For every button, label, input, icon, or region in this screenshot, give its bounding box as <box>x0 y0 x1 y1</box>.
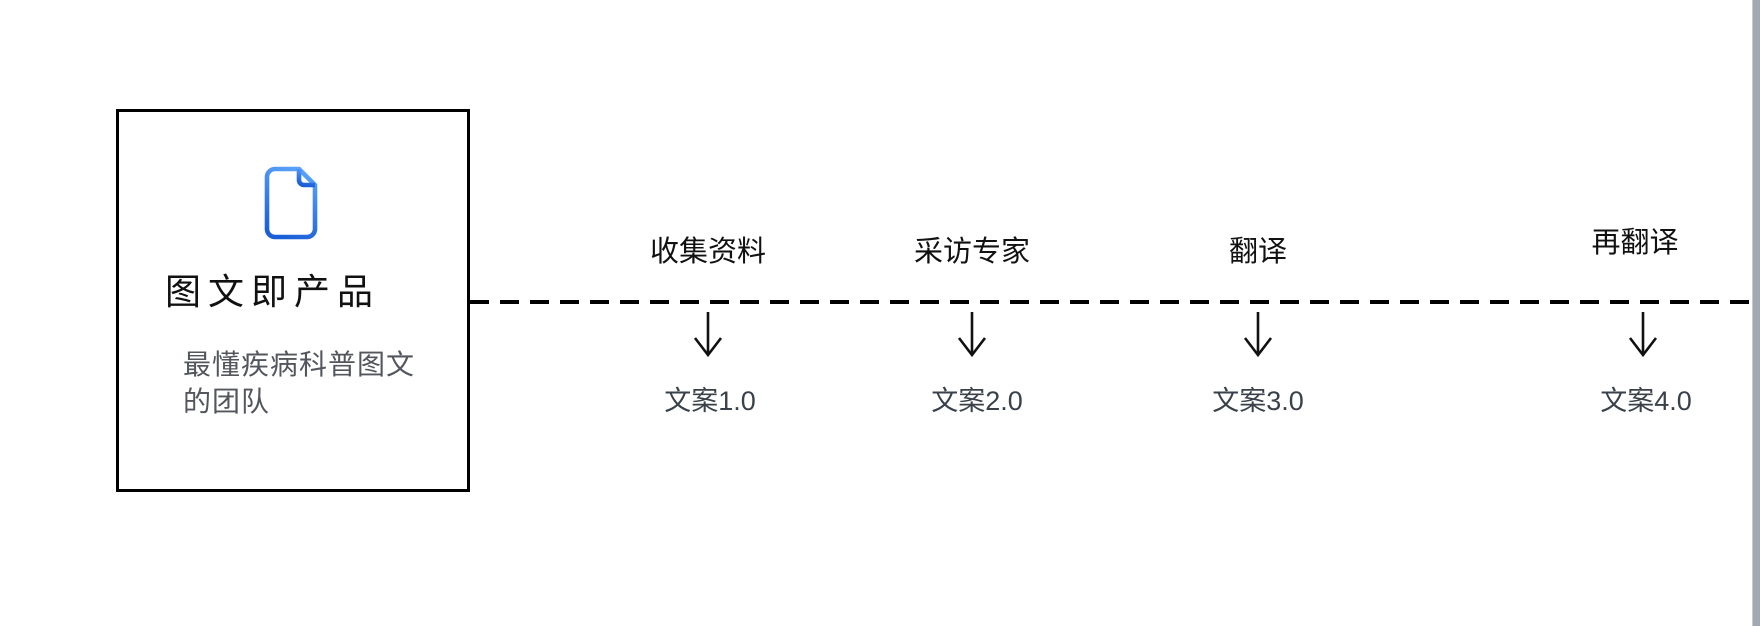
stage-label-3[interactable]: 翻译 <box>1228 236 1288 268</box>
stage-output-1[interactable]: 文案1.0 <box>664 386 756 416</box>
stage-output-3[interactable]: 文案3.0 <box>1212 386 1304 416</box>
down-arrow-icon[interactable] <box>692 311 724 359</box>
stage-output-4[interactable]: 文案4.0 <box>1600 386 1692 416</box>
stage-label-2[interactable]: 采访专家 <box>913 236 1031 268</box>
down-arrow-icon[interactable] <box>956 311 988 359</box>
timeline-dashed-line[interactable] <box>470 300 1753 304</box>
team-card[interactable]: 图文即产品 最懂疾病科普图文的团队 <box>116 109 470 492</box>
document-icon <box>264 166 318 240</box>
vertical-scrollbar[interactable] <box>1752 0 1760 626</box>
down-arrow-icon[interactable] <box>1627 311 1659 359</box>
stage-label-4[interactable]: 再翻译 <box>1591 227 1679 259</box>
stage-output-2[interactable]: 文案2.0 <box>931 386 1023 416</box>
card-title: 图文即产品 <box>165 271 381 312</box>
stage-label-1[interactable]: 收集资料 <box>649 236 767 268</box>
down-arrow-icon[interactable] <box>1242 311 1274 359</box>
card-subtitle: 最懂疾病科普图文的团队 <box>183 349 416 417</box>
